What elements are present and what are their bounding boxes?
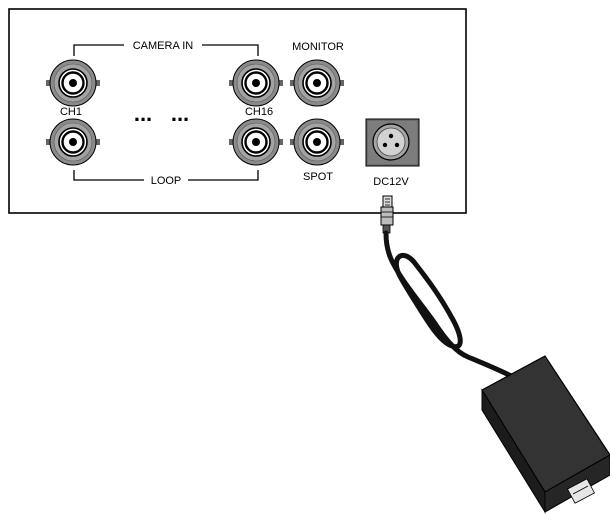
cable-plug bbox=[380, 195, 394, 234]
rear-panel bbox=[8, 8, 467, 214]
power-cable bbox=[383, 230, 518, 381]
loop-label: LOOP bbox=[151, 175, 182, 187]
spot-label: SPOT bbox=[303, 171, 333, 183]
dc12v-label: DC12V bbox=[373, 176, 409, 188]
camera-in-bracket bbox=[73, 44, 259, 56]
ellipsis-left: ... bbox=[134, 101, 152, 126]
power-jack-icon bbox=[365, 118, 420, 167]
ch1-label: CH1 bbox=[60, 106, 82, 118]
ellipsis-right: ... bbox=[171, 101, 189, 126]
loop-bracket bbox=[73, 170, 259, 181]
power-adapter-icon bbox=[481, 355, 610, 514]
ch16-label: CH16 bbox=[245, 106, 273, 118]
camera-in-label: CAMERA IN bbox=[133, 40, 194, 52]
monitor-label: MONITOR bbox=[292, 41, 344, 53]
